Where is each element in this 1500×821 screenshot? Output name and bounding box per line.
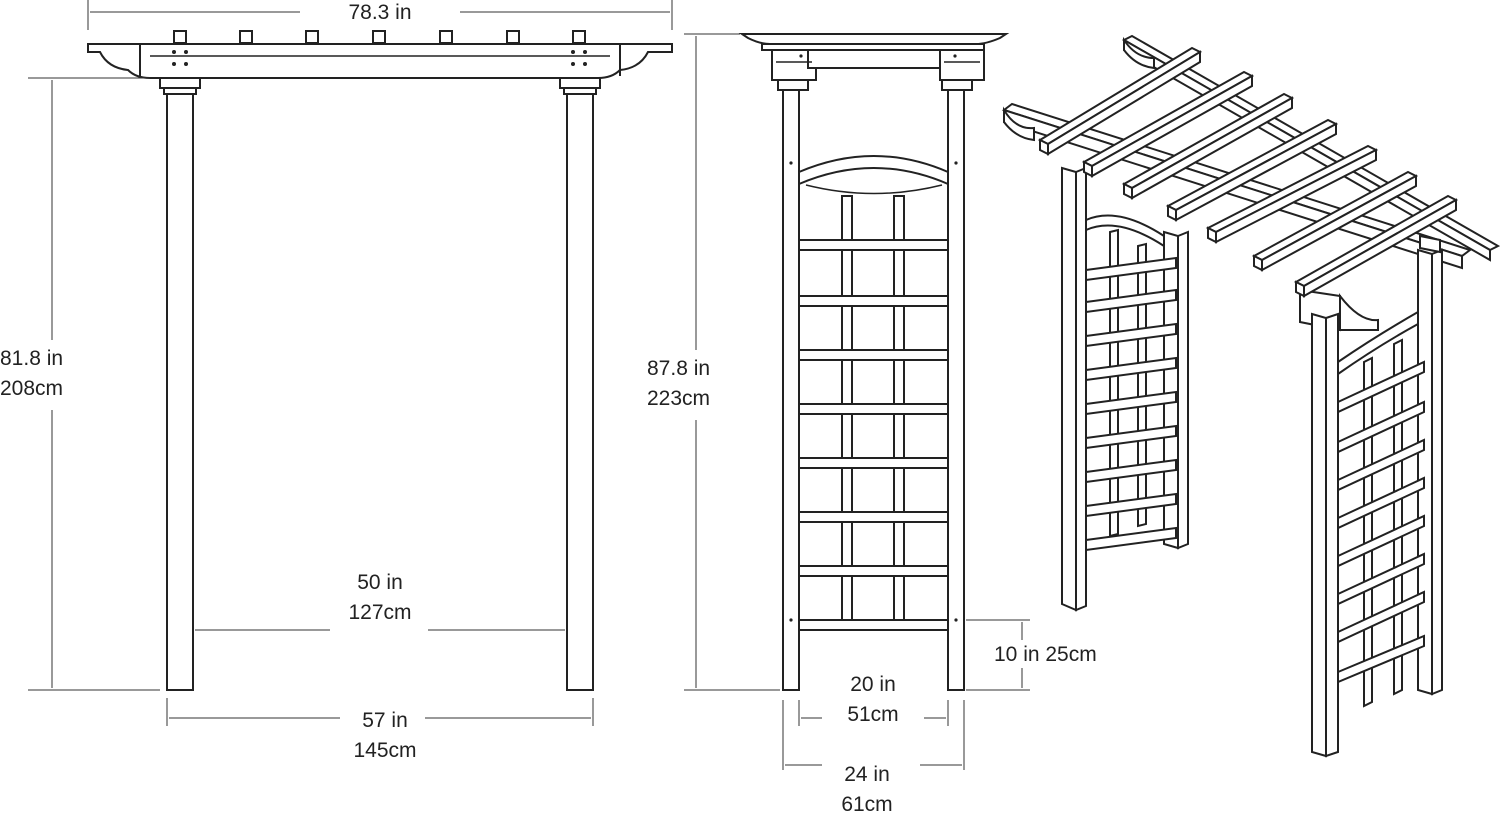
inner-width-inches: 50 in bbox=[357, 571, 403, 594]
front-right-post bbox=[559, 77, 601, 691]
inner-width-label: 50 in 127cm bbox=[330, 568, 430, 628]
iso-back-frame bbox=[1061, 166, 1189, 612]
side-trellis bbox=[798, 195, 949, 631]
base-clearance-label: 10 in 25cm bbox=[994, 640, 1097, 670]
front-left-post bbox=[159, 77, 201, 691]
outer-width-cm: 145cm bbox=[353, 739, 417, 762]
overall-width-inches: 78.3 in bbox=[348, 1, 412, 24]
outer-width-label: 57 in 145cm bbox=[330, 706, 440, 766]
front-top-beam bbox=[87, 43, 673, 79]
side-right-post bbox=[947, 89, 965, 691]
front-view bbox=[87, 30, 673, 691]
side-view bbox=[738, 33, 1010, 691]
total-height-label: 87.8 in 223cm bbox=[647, 354, 710, 414]
side-outer-depth-inches: 24 in bbox=[844, 763, 890, 786]
side-dimension-lines bbox=[684, 33, 1030, 770]
isometric-view bbox=[1001, 34, 1500, 758]
iso-front-frame bbox=[1311, 234, 1443, 758]
outer-width-inches: 57 in bbox=[362, 709, 408, 732]
front-dimension-lines bbox=[28, 0, 673, 726]
side-outer-depth-label: 24 in 61cm bbox=[812, 760, 922, 820]
base-clearance-value: 10 in 25cm bbox=[994, 643, 1097, 666]
side-inner-depth-cm: 51cm bbox=[847, 703, 899, 726]
side-outer-depth-cm: 61cm bbox=[841, 793, 893, 816]
side-left-post bbox=[782, 89, 800, 691]
post-height-inches: 81.8 in bbox=[0, 347, 64, 370]
post-height-cm: 208cm bbox=[0, 377, 64, 400]
front-rafter-ends bbox=[173, 30, 586, 44]
overall-width-label: 78.3 in bbox=[310, 0, 450, 28]
total-height-cm: 223cm bbox=[647, 387, 711, 410]
side-inner-depth-inches: 20 in bbox=[850, 673, 896, 696]
side-inner-depth-label: 20 in 51cm bbox=[818, 670, 928, 730]
inner-width-cm: 127cm bbox=[348, 601, 412, 624]
total-height-inches: 87.8 in bbox=[647, 357, 711, 380]
side-top-cap bbox=[738, 33, 1010, 45]
iso-rafters bbox=[1037, 46, 1459, 298]
post-height-label: 81.8 in 208cm bbox=[0, 344, 63, 404]
